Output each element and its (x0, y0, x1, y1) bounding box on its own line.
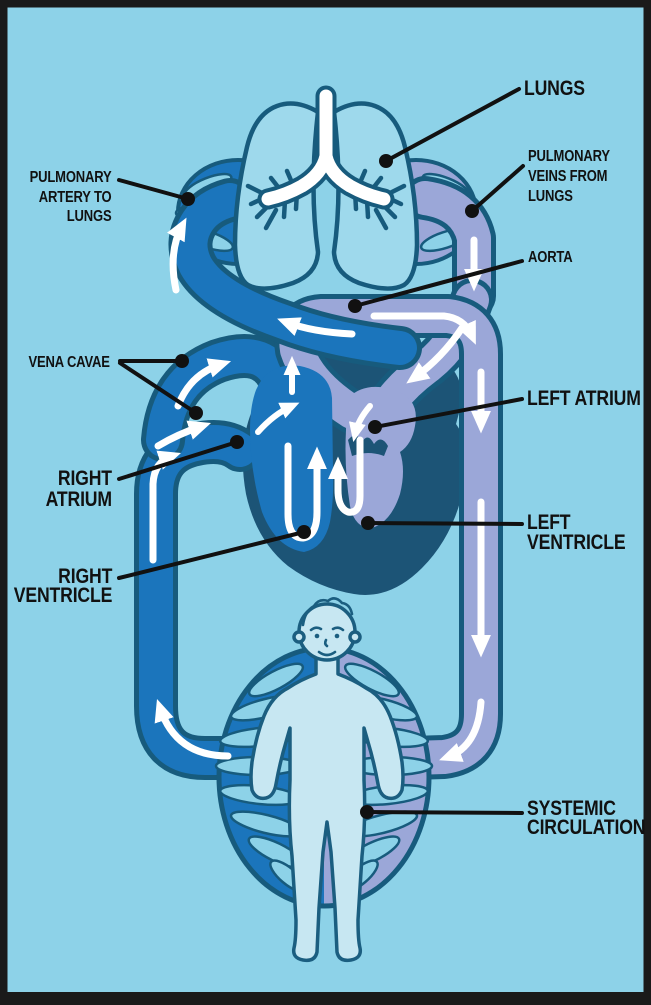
flow-arrow-pulmonary-artery-up (166, 217, 187, 294)
aorta-dot (348, 299, 362, 313)
diagram-frame-bottom (0, 992, 651, 1005)
vena-cavae-dot-2 (189, 406, 203, 420)
pulmonary-veins-leader-line (470, 164, 525, 213)
label-vena-cavae: VENA CAVAE (28, 354, 110, 371)
body-torso-limbs (249, 656, 405, 963)
left-atrium-leader-line (373, 397, 524, 429)
body-face (301, 597, 354, 657)
trachea (257, 85, 395, 210)
vena-cava-vessel (134, 420, 262, 780)
label-lungs-text: LUNGS (524, 77, 585, 100)
label-left-ventricle: LEFT VENTRICLE (527, 511, 626, 554)
body-ear-right (348, 630, 362, 644)
right-ventricle-dot (297, 525, 311, 539)
pulmonary-artery-dot (181, 192, 195, 206)
label-right-atrium: RIGHT ATRIUM (45, 467, 112, 511)
pulmonary-veins-dot (465, 204, 479, 218)
label-systemic-circulation: SYSTEMIC CIRCULATION (527, 797, 646, 839)
body-ear-left (292, 630, 306, 644)
pulmonary-artery-leader-line (117, 178, 190, 201)
lungs-dot (379, 154, 393, 168)
human-body-figure (249, 602, 405, 963)
right-ventricle-leader-line (117, 530, 306, 580)
left-ventricle-leader-line (366, 521, 524, 526)
label-left-atrium: LEFT ATRIUM (527, 387, 641, 410)
label-right-ventricle: RIGHT VENTRICLE (13, 565, 113, 607)
flow-arrow-vena-cava-into-atrium (154, 420, 212, 450)
label-aorta: AORTA (528, 249, 573, 266)
flow-arrow-right-atrium (255, 402, 300, 435)
right-heart-chambers (250, 365, 334, 552)
left-ventricle-dot (361, 516, 375, 530)
flow-arrow-aorta-into-body (439, 698, 485, 762)
left-atrium-dot (368, 420, 382, 434)
right-atrium-leader-line (117, 440, 239, 481)
lungs-leader-line (384, 87, 521, 163)
systemic-circulation-leader-line (365, 810, 524, 815)
label-lungs: LUNGS (524, 78, 585, 99)
flow-arrow-superior-vena-cava (174, 358, 232, 410)
leader-lines (117, 87, 525, 815)
label-pulmonary-veins: PULMONARY VEINS FROM LUNGS (528, 148, 610, 205)
flow-arrow-pulmonary-artery-left (277, 317, 356, 338)
flow-arrow-aorta-right (370, 312, 476, 345)
flow-arrow-body-to-vena-cava (154, 698, 232, 760)
aorta-leader-line (353, 259, 524, 308)
vena-cavae-dot-1 (175, 354, 189, 368)
right-atrium-dot (230, 435, 244, 449)
systemic-circulation-dot (360, 805, 374, 819)
flow-arrow-left-atrium (348, 403, 373, 442)
flow-arrow-left-ventricle (328, 436, 364, 516)
label-pulmonary-artery: PULMONARY ARTERY TO LUNGS (30, 169, 112, 225)
vena-cavae-leader-line-2 (118, 361, 198, 415)
leader-dots (175, 154, 479, 819)
